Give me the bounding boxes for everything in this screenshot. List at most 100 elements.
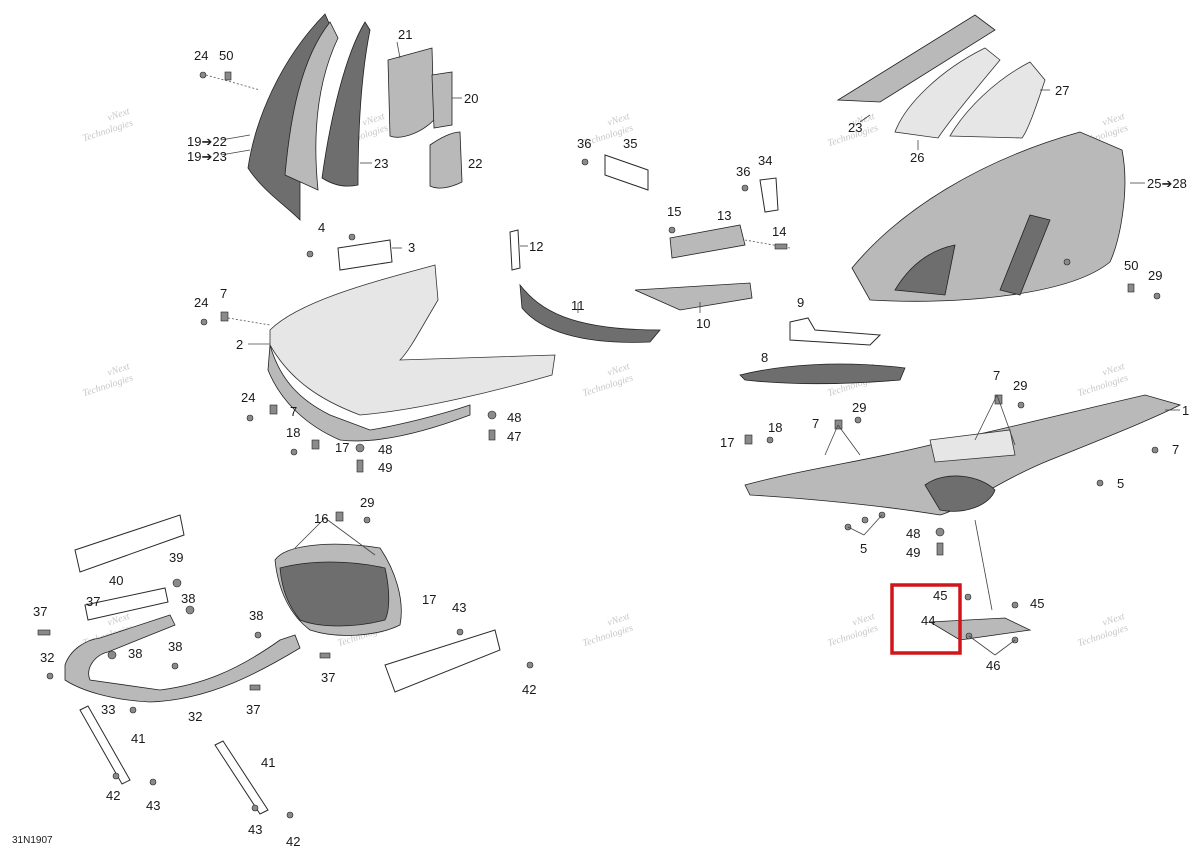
callout-23: 23 xyxy=(374,156,388,171)
grille-mesh-17 xyxy=(279,561,390,627)
panel-23-strip xyxy=(836,14,996,103)
callout-48: 48 xyxy=(378,442,392,457)
panel-26 xyxy=(894,47,1001,139)
nut-45-icon xyxy=(1011,601,1019,609)
callout-44: 44 xyxy=(921,613,935,628)
rail-bracket-right xyxy=(384,629,501,693)
floor-pan-group xyxy=(200,229,753,473)
washer-48-icon xyxy=(487,410,497,420)
bolt-14-icon xyxy=(774,243,788,250)
callout-7: 7 xyxy=(1172,442,1179,457)
bumper-bar-32 xyxy=(64,614,301,703)
trim-11 xyxy=(519,283,661,343)
hood-inner xyxy=(894,244,956,296)
bolt-37-icon xyxy=(249,684,261,691)
callout-37: 37 xyxy=(246,702,260,717)
callout-23: 23 xyxy=(848,120,862,135)
highlight-box xyxy=(890,583,962,655)
callout-25-28: 25➔28 xyxy=(1147,176,1187,191)
bracket-12 xyxy=(509,229,521,271)
bolt-42-icon xyxy=(286,811,294,819)
screw-47-icon xyxy=(488,429,496,441)
callout-39: 39 xyxy=(169,550,183,565)
callout-32: 32 xyxy=(40,650,54,665)
callout-48: 48 xyxy=(906,526,920,541)
callout-50: 50 xyxy=(219,48,233,63)
nut-43-icon xyxy=(149,778,157,786)
running-board-pocket xyxy=(924,475,996,512)
nut-38-icon xyxy=(185,605,195,615)
callout-27: 27 xyxy=(1055,83,1069,98)
leader xyxy=(227,317,271,326)
callout-15: 15 xyxy=(667,204,681,219)
callout-1: 1 xyxy=(1182,403,1189,418)
callout-34: 34 xyxy=(758,153,772,168)
clip-17-icon xyxy=(311,439,320,450)
screw-icon xyxy=(46,672,54,680)
callout-43: 43 xyxy=(452,600,466,615)
washer-48-icon xyxy=(355,443,365,453)
callout-48: 48 xyxy=(507,410,521,425)
callout-20: 20 xyxy=(464,91,478,106)
plate-44 xyxy=(928,617,1032,641)
screw-4-icon xyxy=(348,233,356,241)
screw-29-icon xyxy=(854,416,862,424)
screw-18-icon xyxy=(766,436,774,444)
callout-18: 18 xyxy=(768,420,782,435)
rail-40 xyxy=(84,587,169,621)
callout-4: 4 xyxy=(318,220,325,235)
clip-7-icon xyxy=(220,311,229,322)
callout-35: 35 xyxy=(623,136,637,151)
callout-37: 37 xyxy=(86,594,100,609)
callout-29: 29 xyxy=(852,400,866,415)
bracket-34 xyxy=(759,177,779,213)
callout-18: 18 xyxy=(286,425,300,440)
hood-25 xyxy=(851,131,1126,302)
callout-26: 26 xyxy=(910,150,924,165)
callout-7: 7 xyxy=(993,368,1000,383)
screw-49-icon xyxy=(936,542,944,556)
callout-19-22: 19➔22 xyxy=(187,134,227,149)
callout-17: 17 xyxy=(335,440,349,455)
nut-45-icon xyxy=(964,593,972,601)
callout-21: 21 xyxy=(398,27,412,42)
callout-29: 29 xyxy=(1148,268,1162,283)
bracket-upper xyxy=(74,514,185,573)
screw-33-icon xyxy=(129,706,137,714)
clip-16-icon xyxy=(335,511,344,522)
callout-24: 24 xyxy=(194,295,208,310)
bracket-35 xyxy=(604,154,649,191)
callout-42: 42 xyxy=(522,682,536,697)
callout-17: 17 xyxy=(422,592,436,607)
callout-17: 17 xyxy=(720,435,734,450)
clip-7-icon xyxy=(269,404,278,415)
washer-48-icon xyxy=(935,527,945,537)
callout-38: 38 xyxy=(168,639,182,654)
callout-40: 40 xyxy=(109,573,123,588)
bracket-13 xyxy=(669,224,746,259)
side-panel-group xyxy=(199,13,463,221)
callout-46: 46 xyxy=(986,658,1000,673)
callout-3: 3 xyxy=(408,240,415,255)
callout-38: 38 xyxy=(249,608,263,623)
nut-38-icon xyxy=(254,631,262,639)
bracket-41a xyxy=(79,705,131,785)
side-trim-22 xyxy=(429,131,463,189)
side-trim-20 xyxy=(431,71,453,129)
callout-50: 50 xyxy=(1124,258,1138,273)
running-board-group xyxy=(744,394,1182,611)
screw-36-icon xyxy=(581,158,589,166)
nut-38-icon xyxy=(107,650,117,660)
side-panel-23 xyxy=(321,21,371,187)
front-panel-group xyxy=(836,14,1161,302)
bolt-37-icon xyxy=(37,629,51,636)
callout-12: 12 xyxy=(529,239,543,254)
callout-37: 37 xyxy=(33,604,47,619)
screw-5-icon xyxy=(861,516,869,524)
callout-41: 41 xyxy=(261,755,275,770)
grille-group xyxy=(274,511,402,636)
clip-7-icon xyxy=(834,419,843,430)
bolt-37-icon xyxy=(319,652,331,659)
callout-2: 2 xyxy=(236,337,243,352)
